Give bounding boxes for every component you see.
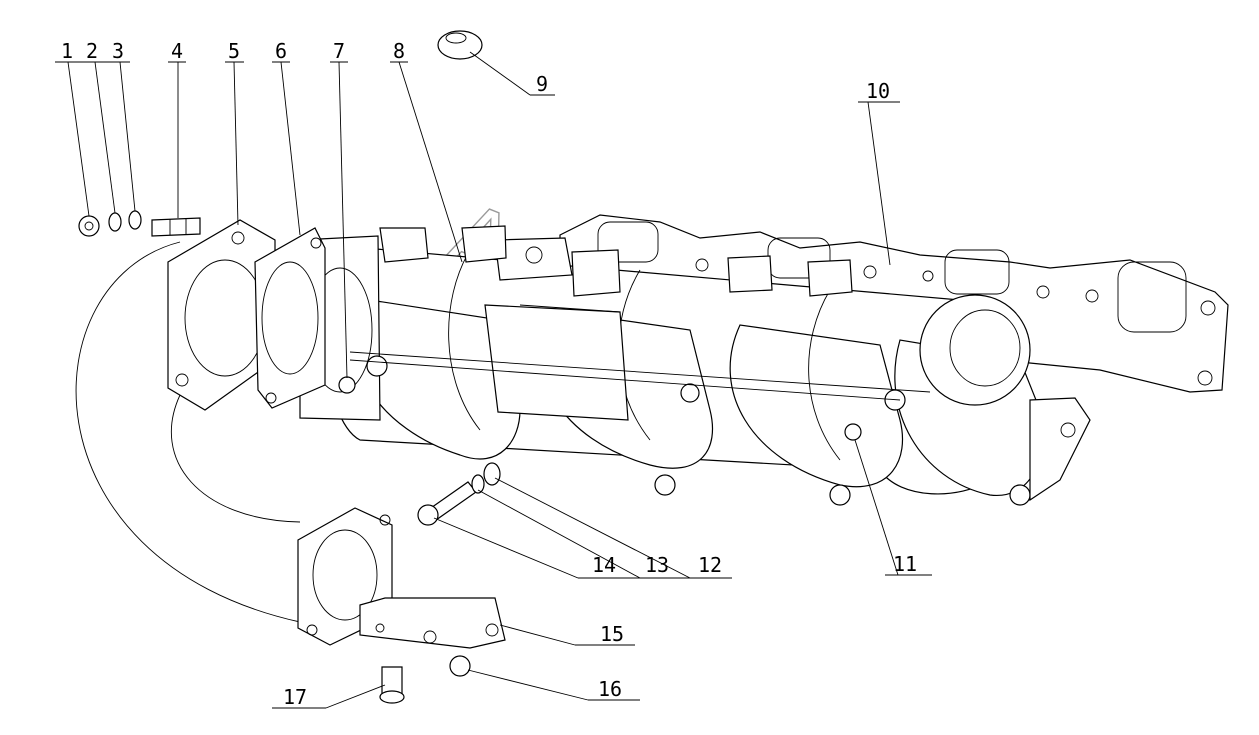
callout-5: 5: [228, 39, 240, 63]
grommet: [437, 30, 483, 60]
callout-11: 11: [893, 552, 917, 576]
callout-6: 6: [275, 39, 287, 63]
bolt-and-washers: [417, 462, 501, 526]
fitting: [844, 423, 862, 441]
callout-8: 8: [393, 39, 405, 63]
callout-10: 10: [866, 79, 890, 103]
callout-16: 16: [598, 677, 622, 701]
callout-9: 9: [536, 72, 548, 96]
bracket: [297, 507, 506, 649]
callout-3: 3: [112, 39, 124, 63]
gasket: [254, 227, 326, 409]
intake-manifold: [299, 214, 1229, 506]
callout-labels: 1 2 3 4 5 6 7 8 9 10 11 12 13 14 15 16 1…: [61, 39, 917, 709]
plug: [338, 376, 356, 394]
bracket-nut: [449, 655, 471, 677]
flange-bolt: [379, 666, 405, 704]
callout-4: 4: [171, 39, 183, 63]
stud: [151, 217, 201, 237]
callout-2: 2: [86, 39, 98, 63]
leader-lines: [55, 51, 932, 709]
assembly-guide-line: [75, 241, 301, 623]
callout-13: 13: [645, 553, 669, 577]
callout-12: 12: [698, 553, 722, 577]
callout-15: 15: [600, 622, 624, 646]
callout-1: 1: [61, 39, 73, 63]
assembly-guide-line-2: [170, 394, 301, 523]
nut-and-washers: [78, 210, 142, 237]
callout-17: 17: [283, 685, 307, 709]
callout-7: 7: [333, 39, 345, 63]
callout-14: 14: [592, 553, 616, 577]
